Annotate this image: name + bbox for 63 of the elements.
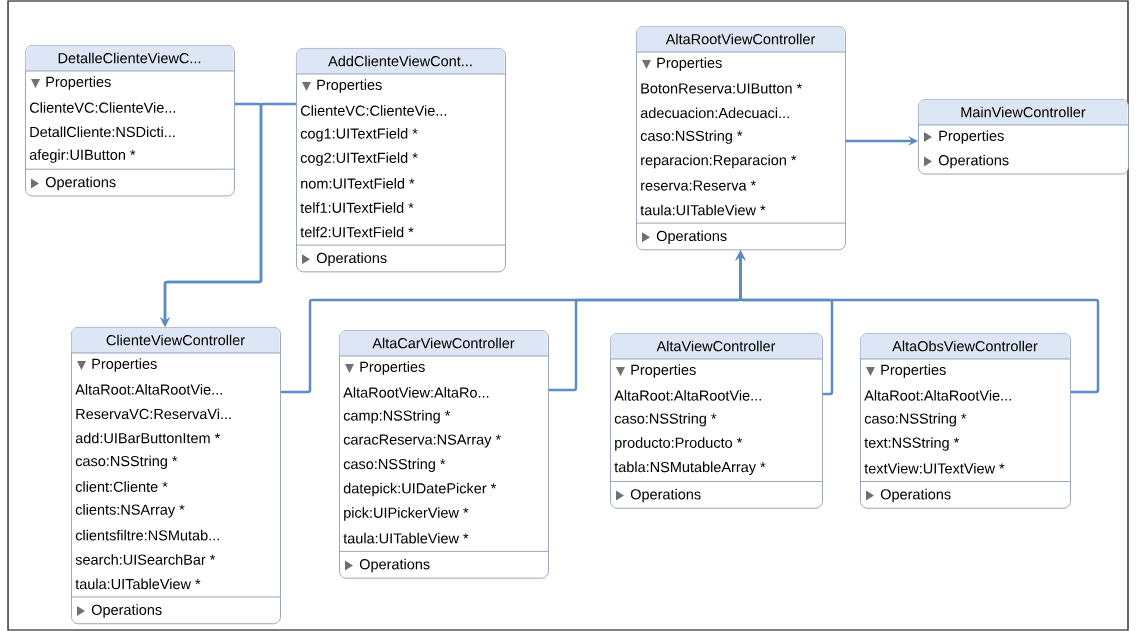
property-text: AltaRoot:AltaRootVie... <box>614 390 761 401</box>
property-text: taula:UITableView * <box>75 578 201 590</box>
class-name: AltaViewController <box>656 340 776 352</box>
property-text: datepick:UIDatePicker * <box>343 482 497 497</box>
class-name: MainViewController <box>961 106 1086 118</box>
section-header: Operations <box>91 604 162 618</box>
section-header: Operations <box>938 154 1009 169</box>
property-text: clientsfiltre:NSMutab... <box>75 529 219 541</box>
section-header: Properties <box>317 79 382 93</box>
section-header: Properties <box>92 358 157 372</box>
section-header: Operations <box>316 252 387 266</box>
property-text: text:NSString * <box>864 437 960 451</box>
property-text: taula:UITableView * <box>640 204 766 216</box>
property-text: AltaRootView:AltaRo... <box>343 387 489 398</box>
property-text: add:UIBarButtonItem * <box>75 432 221 444</box>
property-text: camp:NSString * <box>343 410 451 424</box>
property-text: ReservaVC:ReservaVi... <box>76 408 231 420</box>
property-text: caso:NSString * <box>864 413 967 427</box>
section-header: Properties <box>360 361 425 375</box>
property-text: nom:UITextField * <box>301 178 415 189</box>
section-header: Properties <box>881 364 946 378</box>
property-text: adecuacion:Adecuaci... <box>640 107 789 119</box>
property-text: ClienteVC:ClienteVie... <box>300 105 447 116</box>
property-text: telf1:UITextField * <box>300 202 414 213</box>
section-header: Properties <box>939 130 1004 144</box>
property-text: reserva:Reserva * <box>641 180 756 191</box>
section-header: Operations <box>880 488 951 503</box>
section-header: Operations <box>45 176 116 191</box>
section-header: Properties <box>657 57 722 71</box>
property-text: cog2:UITextField * <box>300 152 418 166</box>
property-text: reparacion:Reparacion * <box>641 154 797 169</box>
property-text: ClienteVC:ClienteVie... <box>29 102 176 113</box>
property-text: afegir:UIButton * <box>29 149 136 163</box>
class-name: ClienteViewController <box>106 334 245 346</box>
property-text: textView:UITextView * <box>864 462 1005 474</box>
section-header: Operations <box>630 488 701 503</box>
property-text: caracReserva:NSArray * <box>343 434 501 448</box>
section-header: Properties <box>631 364 696 378</box>
section-header: Operations <box>656 230 727 244</box>
class-name: AltaRootViewController <box>665 33 816 45</box>
property-text: cog1:UITextField * <box>300 128 418 142</box>
property-text: telf2:UITextField * <box>300 226 414 238</box>
property-text: search:UISearchBar * <box>75 554 216 565</box>
section-header: Properties <box>46 76 111 90</box>
property-text: clients:NSArray * <box>75 504 185 518</box>
property-text: caso:NSString * <box>614 413 717 427</box>
property-text: AltaRoot:AltaRootVie... <box>864 390 1011 401</box>
property-text: caso:NSString * <box>343 458 446 473</box>
property-text: producto:Producto * <box>615 437 743 451</box>
property-text: caso:NSString * <box>75 455 178 470</box>
property-text: taula:UITableView * <box>343 532 469 544</box>
property-text: tabla:NSMutableArray * <box>614 461 766 476</box>
class-name: AltaObsViewController <box>892 340 1038 352</box>
property-text: caso:NSString * <box>640 130 743 144</box>
property-text: pick:UIPickerView * <box>344 507 469 521</box>
property-text: AltaRoot:AltaRootVie... <box>75 384 222 395</box>
property-text: DetallCliente:NSDicti... <box>30 126 175 138</box>
class-name: AddClienteViewCont... <box>328 55 472 67</box>
class-name: DetalleClienteViewC... <box>58 52 201 64</box>
property-text: client:Cliente * <box>75 481 168 492</box>
section-header: Operations <box>359 558 430 573</box>
class-name: AltaCarViewController <box>372 337 515 349</box>
property-text: BotonReserva:UIButton * <box>641 83 802 94</box>
